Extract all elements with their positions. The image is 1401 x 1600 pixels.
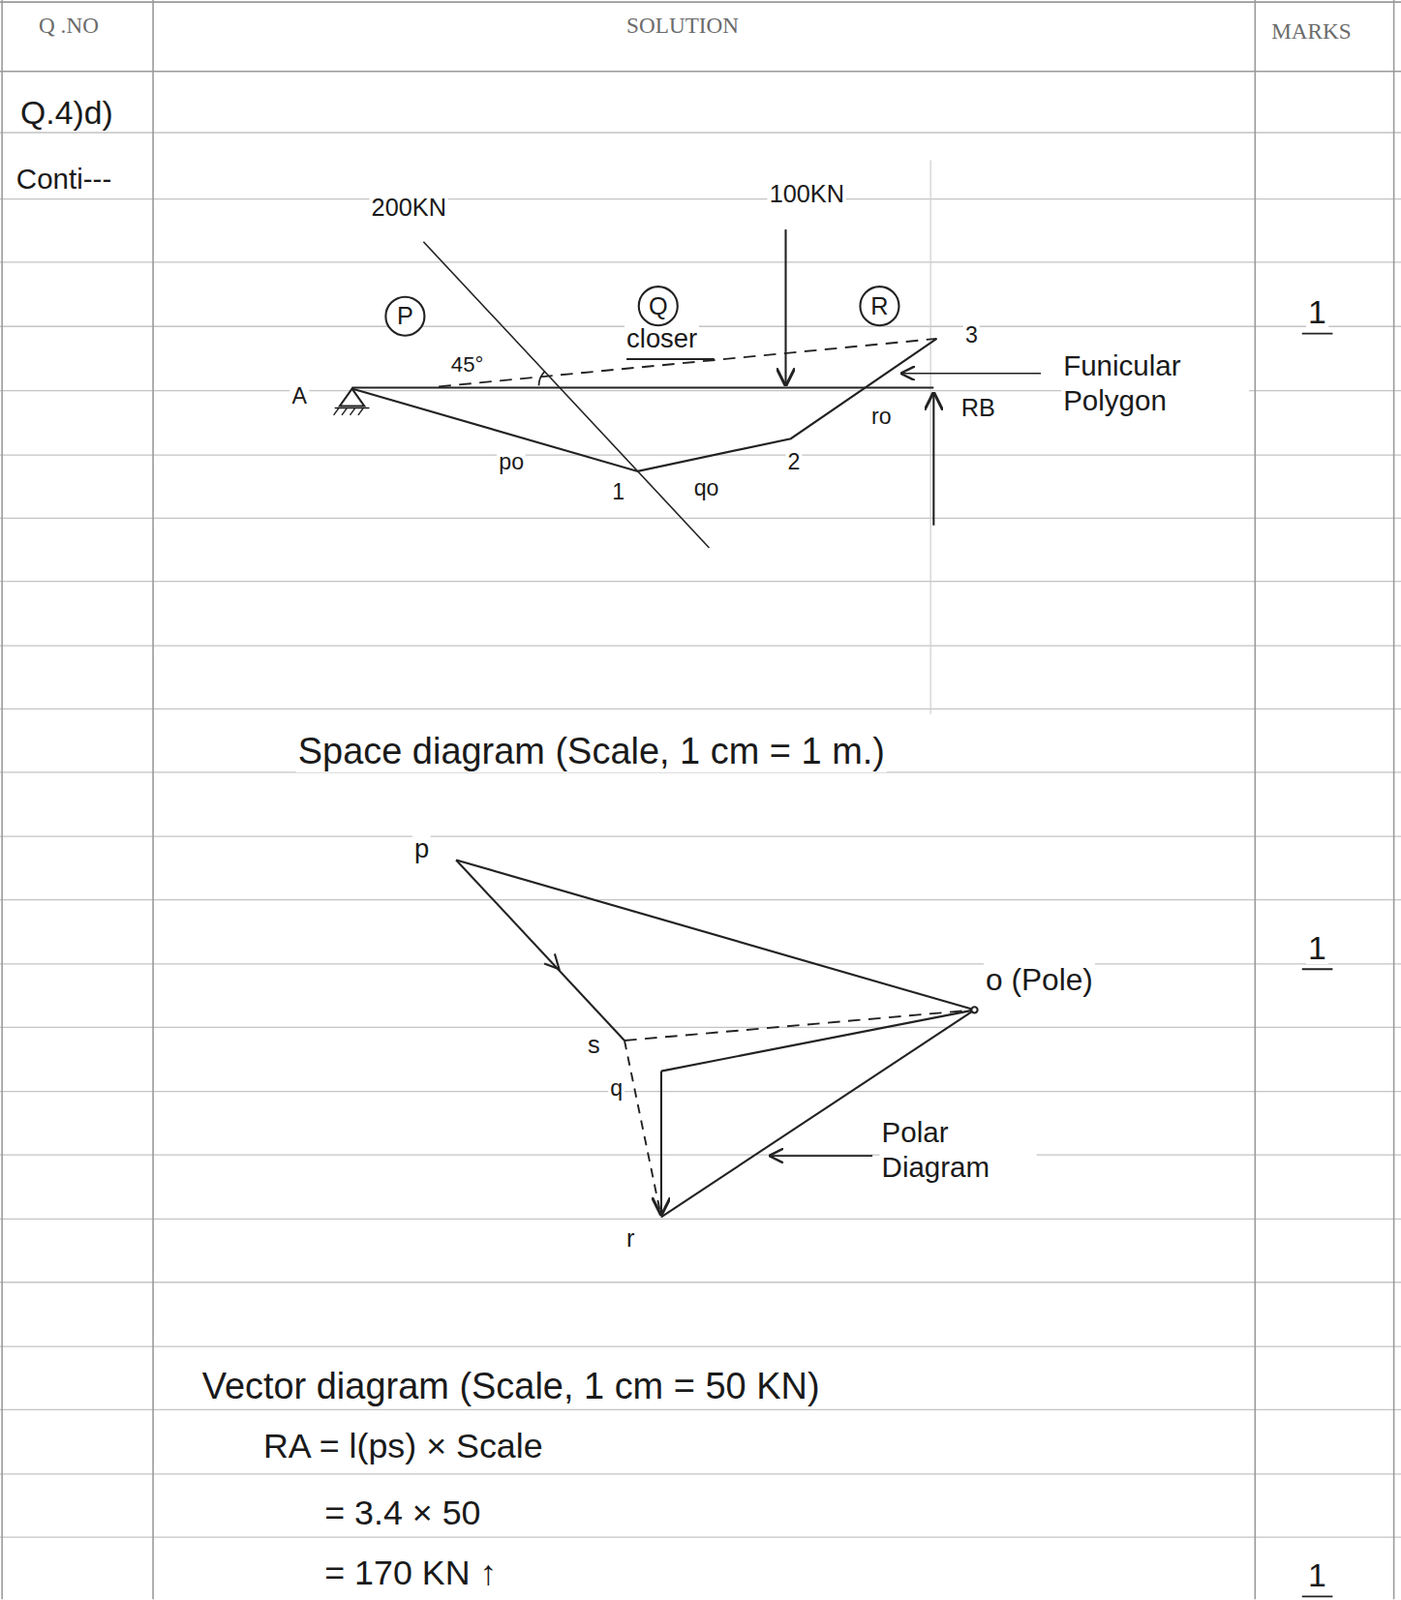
funicular-polygon — [352, 338, 938, 472]
point-label: s — [585, 1030, 603, 1059]
equation-line: = 170 KN ↑ — [322, 1553, 499, 1593]
mark-underline — [1302, 333, 1334, 336]
point-label: p — [412, 834, 431, 866]
force-label: 200KN — [369, 193, 450, 222]
point-label: 1 — [609, 479, 627, 506]
node-letter: Q — [648, 294, 669, 319]
inclined-load-line — [423, 242, 709, 549]
circled-letter: R — [858, 285, 900, 327]
column-header: SOLUTION — [624, 12, 741, 39]
leader-arrow — [902, 372, 1041, 375]
circled-letter: Q — [637, 285, 679, 328]
support-label: A — [289, 383, 309, 410]
reaction-label: RB — [959, 394, 998, 423]
text-underline — [626, 358, 715, 361]
marks-number: 1 — [1306, 1558, 1329, 1592]
vertical-load-arrow — [784, 229, 787, 385]
load-vector-ps — [456, 859, 625, 1041]
line-label: closer — [624, 324, 700, 356]
continued-note: Conti--- — [14, 163, 115, 197]
ray-label: po — [496, 449, 526, 476]
equation-line: = 3.4 × 50 — [322, 1492, 484, 1533]
point-label: 3 — [963, 322, 980, 349]
ray-label: ro — [869, 403, 894, 430]
node-letter: P — [396, 304, 414, 329]
scale-caption: Space diagram (Scale, 1 cm = 1 m.) — [296, 730, 887, 774]
support-hatching — [334, 408, 370, 416]
closing-vector-sr — [624, 1040, 662, 1218]
ray-label: qo — [692, 475, 722, 502]
question-number: Q.4)d) — [18, 93, 116, 132]
circled-letter: P — [384, 296, 426, 337]
scale-caption: Vector diagram (Scale, 1 cm = 50 KN) — [200, 1365, 823, 1408]
column-header: MARKS — [1269, 18, 1354, 45]
force-label: 100KN — [767, 179, 848, 208]
angle-label: 45° — [449, 352, 487, 377]
pole-label: o (Pole) — [983, 963, 1096, 999]
callout-text: Polar Diagram — [879, 1116, 1036, 1186]
reaction-arrow — [932, 394, 935, 526]
point-label: 2 — [785, 449, 802, 476]
ray-p-o — [456, 859, 975, 1010]
angle-arc — [538, 371, 545, 387]
faint-guide-line — [930, 159, 932, 714]
point-label: q — [608, 1075, 625, 1102]
mark-underline — [1302, 968, 1334, 971]
mark-underline — [1302, 1595, 1334, 1598]
pole-point — [971, 1006, 977, 1013]
space-diagram — [334, 229, 1041, 549]
marks-number: 1 — [1306, 931, 1329, 965]
ray-s-o — [624, 1009, 975, 1041]
leader-arrow — [770, 1155, 873, 1158]
column-header: Q .NO — [36, 12, 101, 39]
equation-line: RA = l(ps) × Scale — [261, 1426, 546, 1466]
ray-r-o — [661, 1009, 975, 1218]
load-vector-qr — [660, 1071, 663, 1216]
ruled-lines — [0, 132, 1401, 1538]
vector-arrowhead — [544, 953, 559, 970]
marks-number: 1 — [1306, 296, 1329, 330]
callout-text: Funicular Polygon — [1061, 348, 1249, 418]
point-label: r — [624, 1224, 638, 1253]
node-letter: R — [870, 294, 888, 319]
